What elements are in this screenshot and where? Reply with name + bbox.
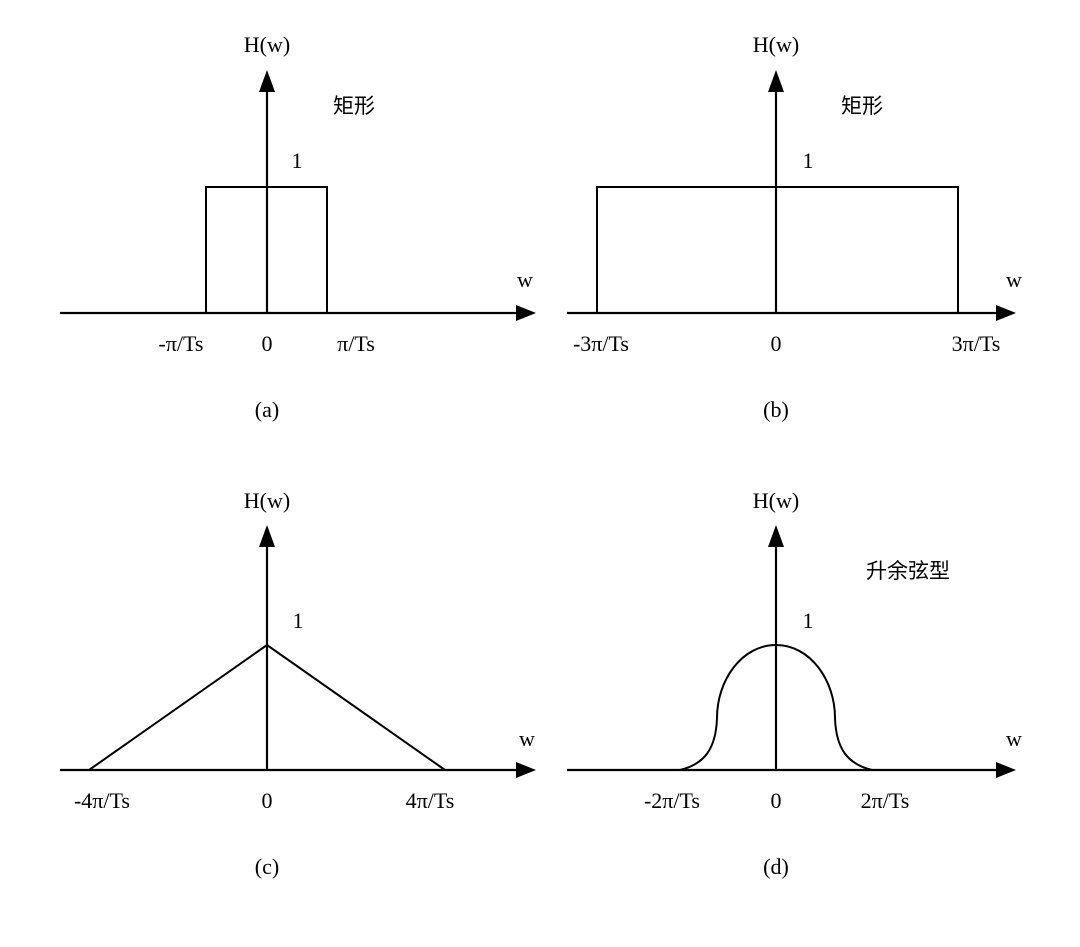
peak-label-a: 1 — [292, 148, 303, 173]
caption-b: (b) — [763, 397, 789, 422]
tick-label-right-d: 2π/Ts — [861, 788, 910, 813]
tick-label-left-d: -2π/Ts — [644, 788, 700, 813]
x-axis-arrow-b — [996, 305, 1016, 321]
shape-label-a: 矩形 — [333, 94, 375, 118]
response-curve-c — [88, 643, 446, 771]
tick-label-right-c: 4π/Ts — [406, 788, 455, 813]
response-curve-d — [679, 643, 873, 771]
x-axis-label-d: w — [1006, 726, 1022, 751]
tick-label-zero-c: 0 — [262, 788, 273, 813]
tick-label-zero-a: 0 — [262, 331, 273, 356]
panel-a: H(w) w 矩形 1 -π/Ts 0 π/Ts (a) — [60, 32, 536, 422]
tick-label-left-a: -π/Ts — [158, 331, 203, 356]
peak-label-c: 1 — [293, 608, 304, 633]
y-axis-arrow-b — [768, 70, 784, 92]
peak-label-d: 1 — [803, 608, 814, 633]
tick-label-right-b: 3π/Ts — [952, 331, 1001, 356]
x-axis-arrow-d — [996, 762, 1016, 778]
x-axis-label-c: w — [519, 726, 535, 751]
tick-label-left-b: -3π/Ts — [573, 331, 629, 356]
peak-label-b: 1 — [803, 148, 814, 173]
y-axis-arrow-d — [768, 525, 784, 547]
shape-label-b: 矩形 — [841, 94, 883, 118]
caption-a: (a) — [255, 397, 279, 422]
panel-b: H(w) w 矩形 1 -3π/Ts 0 3π/Ts (b) — [567, 32, 1022, 422]
y-axis-label-c: H(w) — [244, 488, 290, 513]
tick-label-zero-d: 0 — [771, 788, 782, 813]
tick-label-zero-b: 0 — [771, 331, 782, 356]
y-axis-label-d: H(w) — [753, 488, 799, 513]
panel-c: H(w) w 1 -4π/Ts 0 4π/Ts (c) — [60, 488, 536, 879]
caption-d: (d) — [763, 854, 789, 879]
y-axis-arrow-c — [259, 525, 275, 547]
y-axis-arrow-a — [259, 70, 275, 92]
y-axis-label-b: H(w) — [753, 32, 799, 57]
x-axis-label-b: w — [1006, 267, 1022, 292]
y-axis-label-a: H(w) — [244, 32, 290, 57]
response-curve-a — [205, 186, 328, 313]
x-axis-arrow-c — [516, 762, 536, 778]
tick-label-left-c: -4π/Ts — [74, 788, 130, 813]
tick-label-right-a: π/Ts — [337, 331, 375, 356]
panel-d: H(w) w 升余弦型 1 -2π/Ts 0 2π/Ts (d) — [567, 488, 1022, 879]
x-axis-label-a: w — [517, 267, 533, 292]
x-axis-arrow-a — [516, 305, 536, 321]
response-curve-b — [596, 186, 959, 313]
caption-c: (c) — [255, 854, 279, 879]
shape-label-d: 升余弦型 — [866, 559, 950, 583]
